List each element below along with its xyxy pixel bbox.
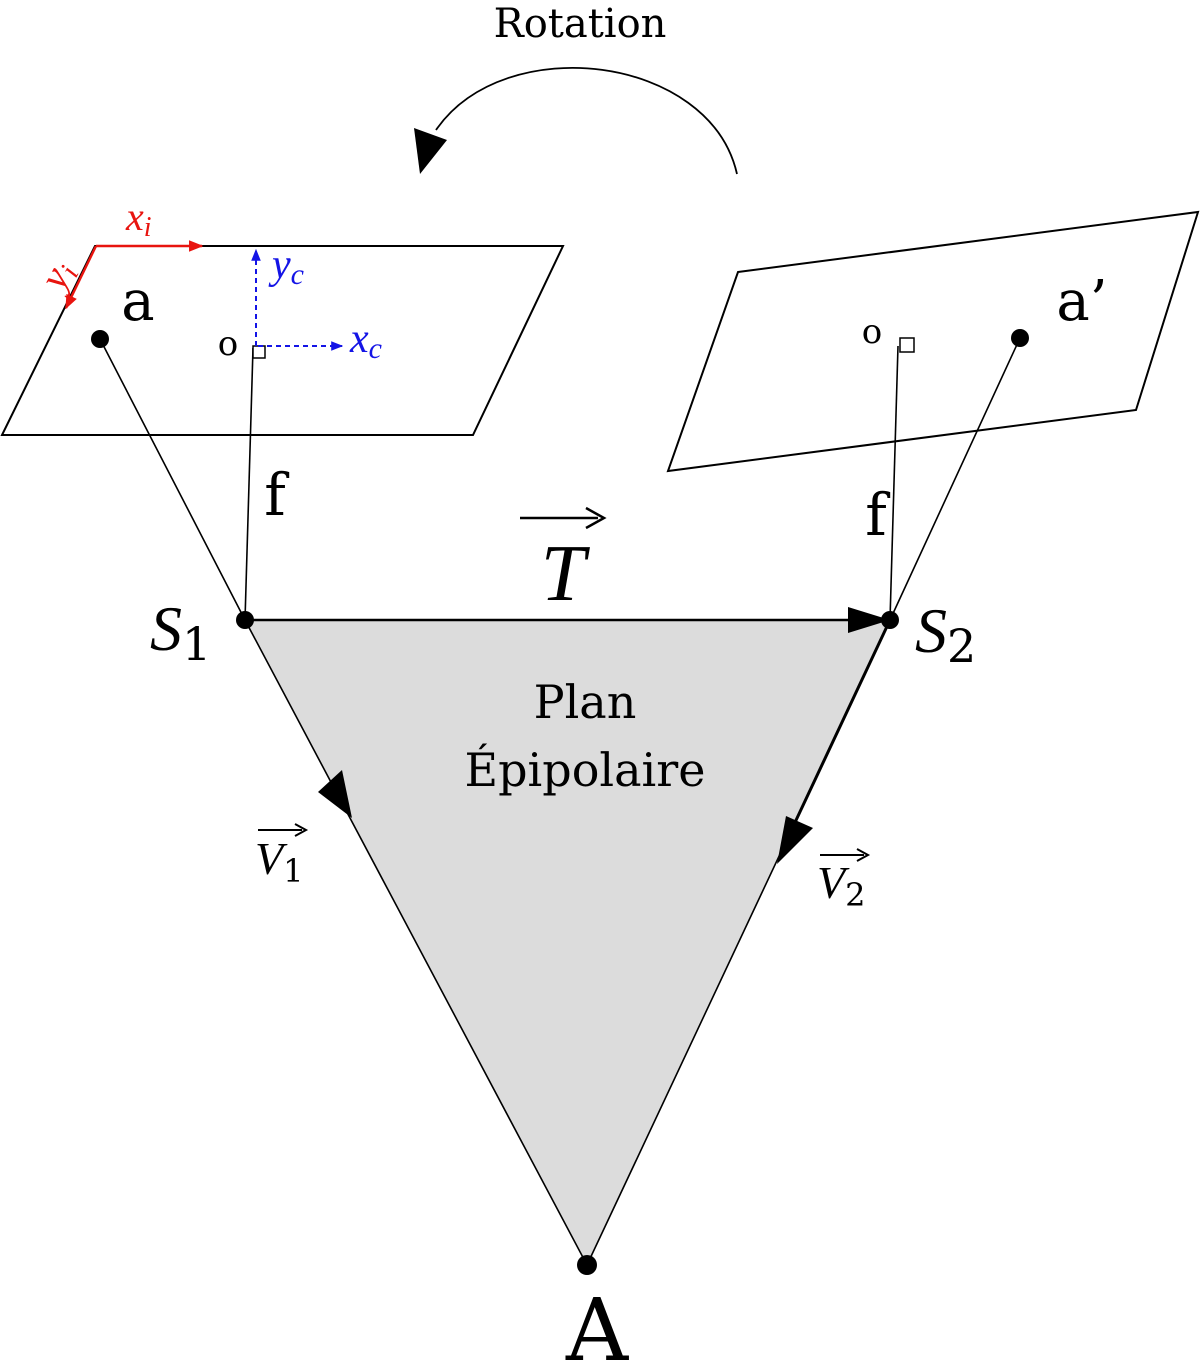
ray-a-prime-s2 [889,337,1021,621]
xi-subscript: i [144,212,152,243]
yc-letter: y [268,242,291,288]
baseline-arrowhead [848,607,890,633]
point-a-dot [91,330,109,348]
yi-label: yi [28,253,85,302]
v2-vector-label: V2 [817,848,871,914]
svg-text:V2: V2 [817,857,865,914]
yc-subscript: c [291,258,304,291]
v2-arrowhead [777,816,813,864]
plane-label-line2: Épipolaire [465,742,706,797]
xc-letter: x [349,316,369,362]
focal-right-label: f [865,481,890,549]
translation-label: T [541,530,591,618]
v1-arrowhead [318,770,352,818]
v2-letter: V [817,857,850,908]
object-point-label: A [565,1281,629,1365]
rotation-arc [435,67,738,175]
xc-label: xc [349,316,382,365]
translation-vector-label: T [520,506,607,618]
rotation-arrowhead [414,128,447,174]
ray-a-s1 [99,338,246,621]
focal-left-label: f [264,461,289,529]
plane-label-line1: Plan [534,675,637,729]
v2-side-bold [781,619,892,849]
principal-point-right-label: o [862,312,882,352]
s2-letter: S [915,595,947,666]
v2-subscript: 2 [845,876,865,914]
yc-label: yc [268,242,304,291]
point-a-prime-label: a’ [1056,269,1107,334]
right-image-plane [666,210,1200,473]
rotation-label: Rotation [494,1,667,47]
v1-vector-label: V1 [255,823,309,890]
object-point-dot [577,1255,597,1275]
s2-subscript: 2 [947,619,976,673]
xi-letter: x [125,194,144,239]
xi-label: xi [125,194,152,243]
principal-point-left-label: o [218,324,238,364]
svg-text:V1: V1 [255,833,303,890]
left-image-plane [0,245,565,436]
s1-label: S1 [150,593,211,671]
focal-axis-right [889,345,899,621]
s1-letter: S [150,593,182,664]
s1-subscript: 1 [182,617,211,671]
xc-subscript: c [369,332,382,365]
s2-dot [881,611,899,629]
s1-dot [236,611,254,629]
yi-axis [64,245,98,310]
point-a-prime-dot [1011,329,1029,347]
v1-subscript: 1 [283,852,303,890]
right-angle-marker-right [899,337,915,353]
point-a-label: a [121,269,154,334]
s2-label: S2 [915,595,976,673]
v1-letter: V [255,833,288,884]
focal-axis-left [244,347,254,621]
right-angle-marker-left [252,345,266,359]
yi-letter: y [28,259,78,300]
